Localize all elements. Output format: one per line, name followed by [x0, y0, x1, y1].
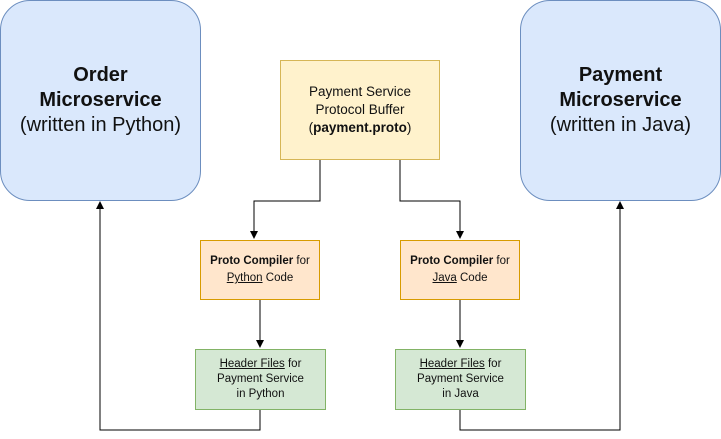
python-headers-title: Header Files [219, 358, 285, 370]
payment-service-name-line1: Payment [578, 64, 663, 86]
payment-service-name-line2: Microservice [559, 89, 682, 111]
java-compiler-code: Code [456, 272, 488, 284]
order-service-language: (written in Python) [19, 114, 182, 136]
payment-microservice-node: Payment Microservice (written in Java) [520, 0, 721, 201]
java-headers-line3: in Java [442, 388, 479, 400]
proto-line1: Payment Service [308, 84, 412, 99]
proto-to-java-compiler-arrow [399, 160, 464, 239]
proto-filename-line: (payment.proto) [308, 120, 412, 135]
payment-proto-node: Payment Service Protocol Buffer (payment… [280, 60, 440, 160]
python-headers-to-order-service-arrow [96, 201, 261, 431]
python-compiler-code: Code [262, 272, 294, 284]
java-headers-line2: Payment Service [417, 373, 504, 385]
order-service-name-line1: Order [73, 64, 128, 86]
python-headers-line3: in Python [236, 388, 285, 400]
java-headers-title: Header Files [419, 358, 485, 370]
payment-service-language: (written in Java) [549, 114, 692, 136]
python-compiler-line1: Proto Compiler for [210, 253, 310, 270]
java-header-files-node: Header Files for Payment Service in Java [395, 349, 526, 410]
java-headers-line1: Header Files for [417, 357, 504, 372]
python-headers-line1: Header Files for [217, 357, 304, 372]
python-compiler-for: for [293, 255, 310, 267]
python-compiler-line2: Python Code [210, 270, 310, 287]
java-compiler-line2: Java Code [410, 270, 510, 287]
java-compiler-for: for [493, 255, 510, 267]
python-compiler-lang: Python [226, 272, 263, 284]
order-service-name-line2: Microservice [39, 89, 162, 111]
java-compiler-node: Proto Compiler for Java Code [400, 240, 520, 300]
java-headers-to-payment-service-arrow [459, 201, 624, 431]
proto-line2: Protocol Buffer [315, 102, 405, 117]
java-compiler-lang: Java [432, 272, 457, 284]
order-microservice-node: Order Microservice (written in Python) [0, 0, 201, 201]
python-headers-line2: Payment Service [217, 373, 304, 385]
python-compiler-node: Proto Compiler for Python Code [200, 240, 320, 300]
java-compiler-line1: Proto Compiler for [410, 253, 510, 270]
proto-to-python-compiler-arrow [250, 160, 321, 239]
python-header-files-node: Header Files for Payment Service in Pyth… [195, 349, 326, 410]
proto-filename: payment.proto [313, 120, 407, 135]
python-compiler-title: Proto Compiler [210, 255, 294, 267]
java-headers-for: for [484, 358, 502, 370]
java-compiler-title: Proto Compiler [410, 255, 494, 267]
python-headers-for: for [284, 358, 302, 370]
